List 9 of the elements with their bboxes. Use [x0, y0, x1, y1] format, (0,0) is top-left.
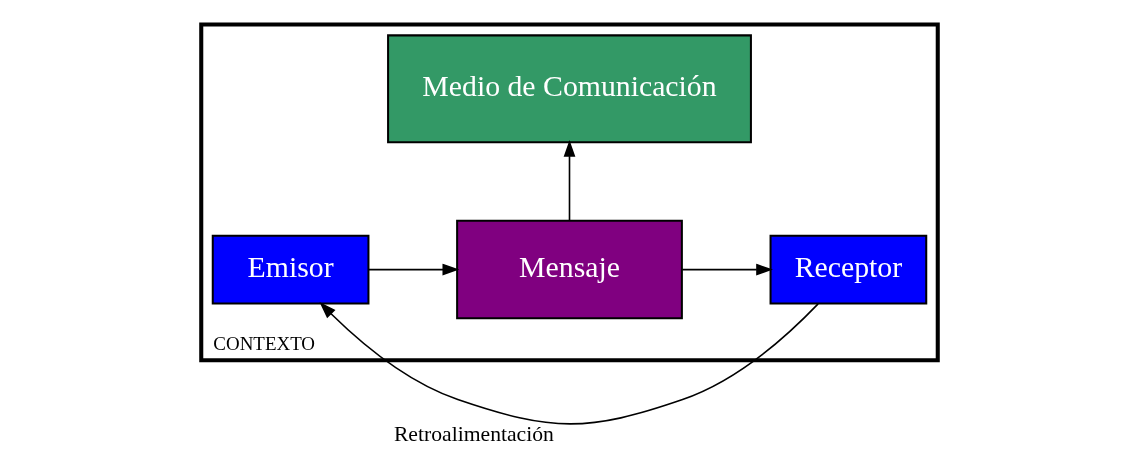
edge-label: Retroalimentación: [393, 422, 554, 447]
node-box: Mensaje: [456, 219, 683, 320]
node-box: Receptor: [769, 234, 928, 305]
node-box: Medio de Comunicación: [387, 34, 752, 144]
arrow: [563, 139, 576, 222]
node-box: Emisor: [211, 234, 370, 305]
arrow: [367, 263, 460, 276]
arrow: [681, 263, 773, 276]
arrow: [319, 302, 819, 425]
